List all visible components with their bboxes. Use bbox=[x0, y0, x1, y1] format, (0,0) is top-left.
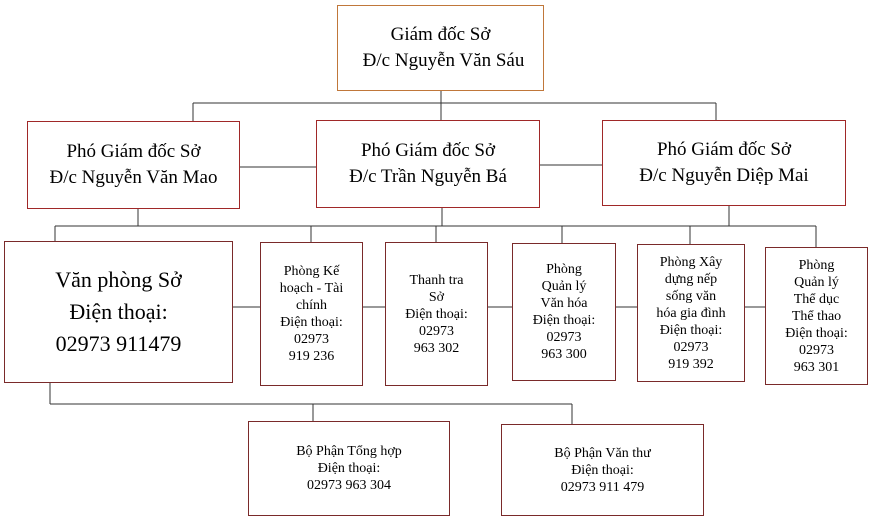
director-box: Giám đốc Sở Đ/c Nguyễn Văn Sáu bbox=[337, 5, 544, 91]
department-line: Văn hóa bbox=[540, 296, 588, 311]
department-line: Điện thoại: bbox=[280, 315, 343, 330]
sub-unit-line: 02973 963 304 bbox=[307, 478, 391, 493]
department-box-culture: Phòng Quản lý Văn hóa Điện thoại: 02973 … bbox=[512, 243, 616, 381]
department-box-family-culture: Phòng Xây dựng nếp sống văn hóa gia đình… bbox=[637, 244, 745, 382]
department-line: Thanh tra bbox=[409, 272, 464, 288]
deputy-name: Đ/c Nguyễn Văn Mao bbox=[49, 167, 218, 188]
sub-unit-box-general: Bộ Phận Tổng hợp Điện thoại: 02973 963 3… bbox=[248, 421, 450, 516]
department-line: 963 302 bbox=[413, 340, 460, 356]
department-line: 02973 bbox=[546, 330, 582, 345]
sub-unit-line: Bộ Phận Tổng hợp bbox=[296, 444, 402, 459]
deputy-title: Phó Giám đốc Sở bbox=[360, 140, 496, 161]
department-line: 02973 bbox=[419, 323, 454, 339]
department-line: Phòng bbox=[798, 257, 835, 273]
office-name: Văn phòng Sở bbox=[55, 267, 182, 292]
sub-unit-box-clerical: Bộ Phận Văn thư Điện thoại: 02973 911 47… bbox=[501, 424, 704, 516]
department-line: Điện thoại: bbox=[532, 313, 596, 328]
director-title: Giám đốc Sở bbox=[390, 24, 491, 45]
sub-unit-line: 02973 911 479 bbox=[560, 479, 645, 495]
department-line: Thể dục bbox=[793, 291, 840, 307]
deputy-director-box-2: Phó Giám đốc Sở Đ/c Trần Nguyễn Bá bbox=[316, 120, 540, 208]
department-line: dựng nếp bbox=[664, 271, 718, 287]
department-box-sports: Phòng Quản lý Thể dục Thể thao Điện thoạ… bbox=[765, 247, 868, 385]
office-box: Văn phòng Sở Điện thoại: 02973 911479 bbox=[4, 241, 233, 383]
department-line: Điện thoại: bbox=[659, 322, 723, 338]
department-line: Phòng bbox=[546, 262, 582, 277]
sub-unit-line: Bộ Phận Văn thư bbox=[554, 445, 651, 461]
department-line: Quản lý bbox=[541, 279, 587, 294]
deputy-title: Phó Giám đốc Sở bbox=[66, 141, 201, 162]
deputy-name: Đ/c Trần Nguyễn Bá bbox=[349, 166, 507, 187]
department-line: Quản lý bbox=[794, 274, 839, 290]
department-line: sống văn bbox=[665, 288, 717, 304]
department-box-planning: Phòng Kế hoạch - Tài chính Điện thoại: 0… bbox=[260, 242, 363, 386]
department-line: 02973 bbox=[799, 342, 834, 358]
office-phone-label: Điện thoại: bbox=[69, 299, 168, 324]
department-line: chính bbox=[295, 298, 328, 313]
department-line: 02973 bbox=[294, 332, 329, 347]
department-line: 919 236 bbox=[288, 349, 335, 364]
sub-unit-line: Điện thoại: bbox=[317, 461, 381, 476]
department-line: 963 300 bbox=[541, 347, 587, 362]
department-line: Thể thao bbox=[791, 308, 842, 324]
department-line: 963 301 bbox=[793, 359, 840, 375]
department-line: hoạch - Tài bbox=[279, 281, 344, 296]
department-line: hóa gia đình bbox=[656, 305, 726, 321]
office-phone: 02973 911479 bbox=[55, 331, 182, 356]
sub-unit-line: Điện thoại: bbox=[571, 462, 634, 478]
deputy-director-box-3: Phó Giám đốc Sở Đ/c Nguyễn Diệp Mai bbox=[602, 120, 846, 206]
department-line: Điện thoại: bbox=[785, 325, 848, 341]
department-line: Phòng Xây bbox=[659, 254, 723, 270]
department-line: Sở bbox=[428, 289, 445, 305]
department-line: Phòng Kế bbox=[283, 264, 340, 279]
department-line: 919 392 bbox=[668, 356, 714, 372]
deputy-title: Phó Giám đốc Sở bbox=[656, 139, 792, 160]
department-line: Điện thoại: bbox=[405, 306, 468, 322]
deputy-name: Đ/c Nguyễn Diệp Mai bbox=[639, 165, 809, 186]
department-line: 02973 bbox=[673, 339, 709, 355]
director-name: Đ/c Nguyễn Văn Sáu bbox=[362, 50, 525, 71]
deputy-director-box-1: Phó Giám đốc Sở Đ/c Nguyễn Văn Mao bbox=[27, 121, 240, 209]
department-box-inspection: Thanh tra Sở Điện thoại: 02973 963 302 bbox=[385, 242, 488, 386]
